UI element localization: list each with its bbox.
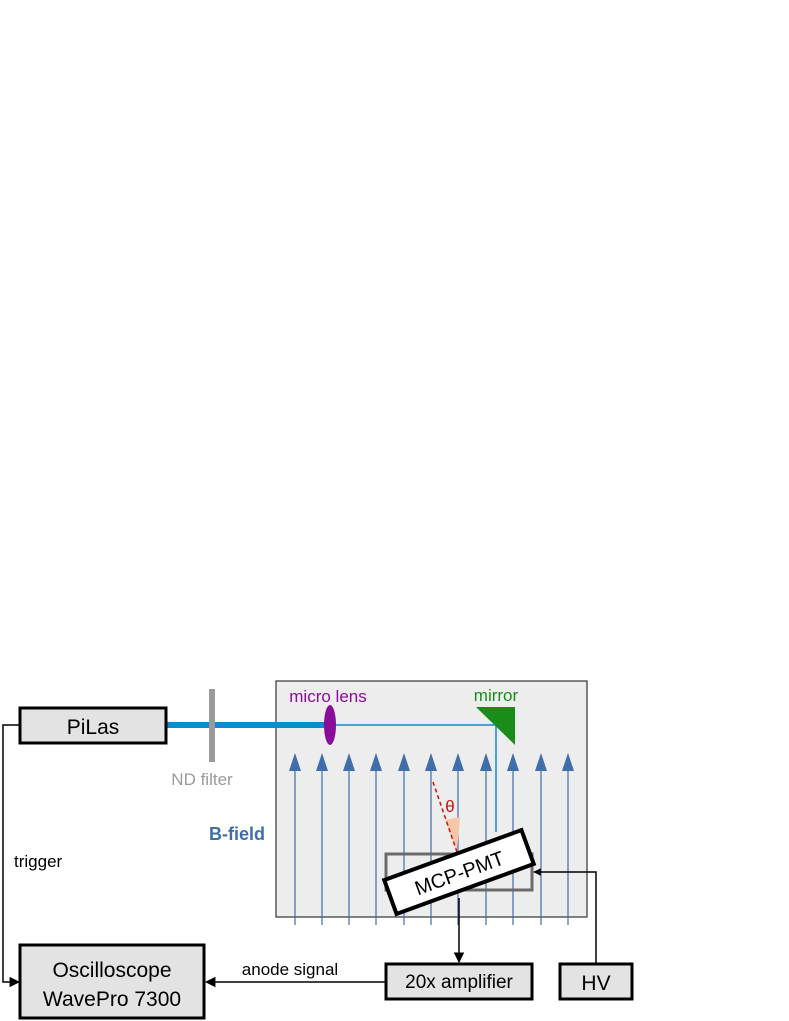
micro-lens-label: micro lens bbox=[289, 687, 366, 706]
field-arrowhead bbox=[507, 753, 519, 771]
amplifier-label: 20x amplifier bbox=[405, 972, 513, 993]
hv-box bbox=[558, 962, 634, 1001]
theta-label: θ bbox=[445, 797, 454, 816]
field-arrowhead bbox=[316, 753, 328, 771]
field-arrowhead bbox=[480, 753, 492, 771]
field-arrowhead bbox=[562, 753, 574, 771]
nd-filter-label: ND filter bbox=[171, 770, 233, 789]
anode-signal-label: anode signal bbox=[242, 960, 338, 979]
oscilloscope-label-line2: WavePro 7300 bbox=[43, 988, 181, 1011]
trigger-line bbox=[2, 724, 21, 988]
pilas-label: PiLas bbox=[67, 716, 120, 739]
field-arrowhead bbox=[289, 753, 301, 771]
field-arrowhead bbox=[425, 753, 437, 771]
amplifier-box bbox=[384, 962, 534, 1001]
nd-filter bbox=[209, 689, 215, 762]
hv-label: HV bbox=[581, 972, 610, 995]
field-arrowhead bbox=[535, 753, 547, 771]
trigger-label: trigger bbox=[14, 852, 63, 871]
micro-lens bbox=[324, 705, 336, 745]
field-arrowhead bbox=[398, 753, 410, 771]
theta-angle-wedge bbox=[445, 817, 460, 852]
mirror-label: mirror bbox=[474, 686, 519, 705]
oscilloscope-box bbox=[18, 943, 206, 1020]
oscilloscope-label-line1: Oscilloscope bbox=[52, 959, 171, 982]
mirror bbox=[476, 707, 515, 745]
b-field-label: B-field bbox=[209, 824, 265, 844]
normal-dashed-line bbox=[432, 781, 458, 853]
field-arrowhead bbox=[343, 753, 355, 771]
hv-line bbox=[533, 868, 597, 964]
field-arrowhead bbox=[370, 753, 382, 771]
field-arrowhead bbox=[452, 753, 464, 771]
